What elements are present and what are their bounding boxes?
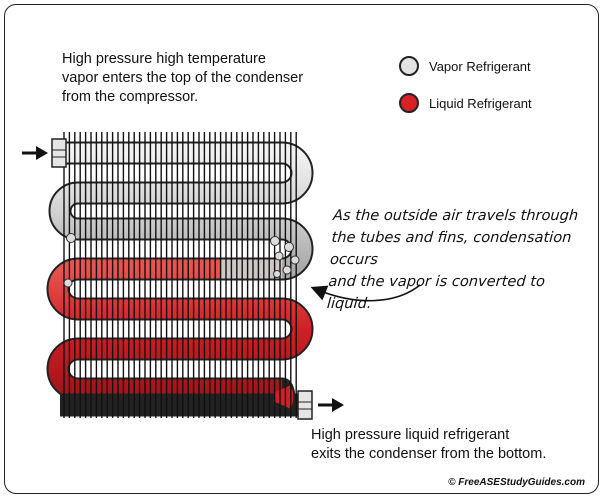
note-line: the tubes and fins, condensation occurs (329, 229, 573, 268)
note-line: As the outside air travels through (332, 207, 579, 224)
note-pointer-arrow (310, 284, 421, 302)
intro-line: High pressure high temperature (62, 51, 266, 67)
legend-liquid-label: Liquid Refrigerant (429, 95, 532, 111)
vapor-swatch (399, 56, 419, 76)
outlet-fitting (297, 390, 313, 420)
liquid-swatch (399, 93, 419, 113)
note-line: and the vapor is converted to liquid. (326, 273, 546, 312)
intro-line: from the compressor. (62, 89, 199, 105)
condensation-note: As the outside air travels through the t… (326, 205, 594, 315)
condenser-tubes (46, 141, 314, 417)
legend-liquid: Liquid Refrigerant (399, 93, 532, 113)
legend-vapor-label: Vapor Refrigerant (429, 58, 531, 74)
exit-line: High pressure liquid refrigerant (311, 427, 510, 443)
exit-text: High pressure liquid refrigerant exits t… (311, 426, 546, 464)
intro-line: vapor enters the top of the condenser (62, 70, 304, 86)
intro-text: High pressure high temperature vapor ent… (62, 50, 303, 107)
site-credit: © FreeASEStudyGuides.com (448, 477, 585, 488)
legend-vapor: Vapor Refrigerant (399, 56, 531, 76)
vapor-bubbles (63, 233, 300, 288)
exit-line: exits the condenser from the bottom. (311, 446, 547, 462)
inlet-fitting (51, 138, 67, 168)
outlet-arrow (318, 398, 344, 412)
inlet-arrow (22, 146, 48, 160)
